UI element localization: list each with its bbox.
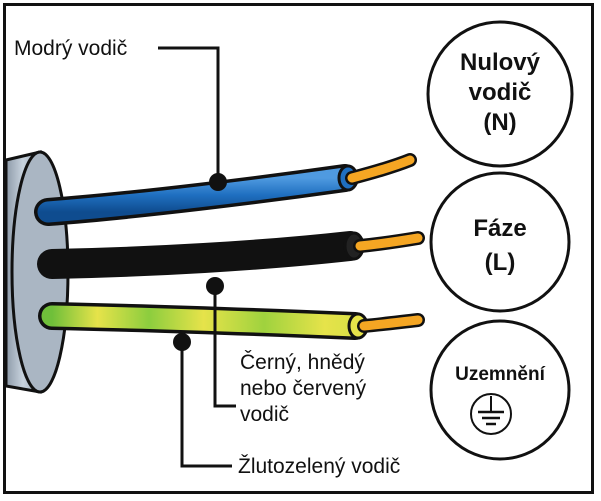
phase-label-line2: (L)	[484, 249, 516, 276]
label-black-wire-line3: vodič	[240, 403, 290, 426]
label-black-wire-line1: Černý, hnědý	[240, 351, 365, 374]
phase-label: Fáze (L)	[440, 212, 560, 280]
label-black-wire-line2: nebo červený	[240, 377, 367, 400]
dot-green-yellow	[173, 333, 191, 351]
label-blue-wire: Modrý vodič	[14, 37, 128, 60]
leader-lines	[158, 46, 236, 468]
leader-dots	[173, 173, 227, 351]
neutral-label-line1: Nulový	[459, 49, 540, 76]
legend-circles	[426, 20, 574, 461]
earth-ground-icon	[470, 393, 512, 435]
neutral-label-line2: vodič	[468, 79, 532, 106]
circle-phase	[429, 171, 571, 313]
neutral-label: Nulový vodič (N)	[440, 48, 560, 138]
circle-neutral	[426, 20, 574, 168]
circle-earth	[429, 319, 571, 461]
leader-blue	[158, 46, 220, 182]
leader-black	[213, 286, 236, 408]
black-wire	[37, 231, 425, 279]
neutral-label-line3: (N)	[483, 109, 517, 136]
leader-green-yellow	[180, 342, 232, 468]
earth-label-line1: Uzemnění	[455, 364, 545, 385]
phase-label-line1: Fáze	[473, 215, 527, 242]
label-green-yellow-wire: Žlutozelený vodič	[238, 455, 401, 478]
blue-wire	[34, 153, 417, 226]
green-yellow-wire	[38, 302, 425, 340]
dot-blue	[209, 173, 227, 191]
earth-label: Uzemnění	[436, 363, 564, 387]
dot-black	[206, 277, 224, 295]
